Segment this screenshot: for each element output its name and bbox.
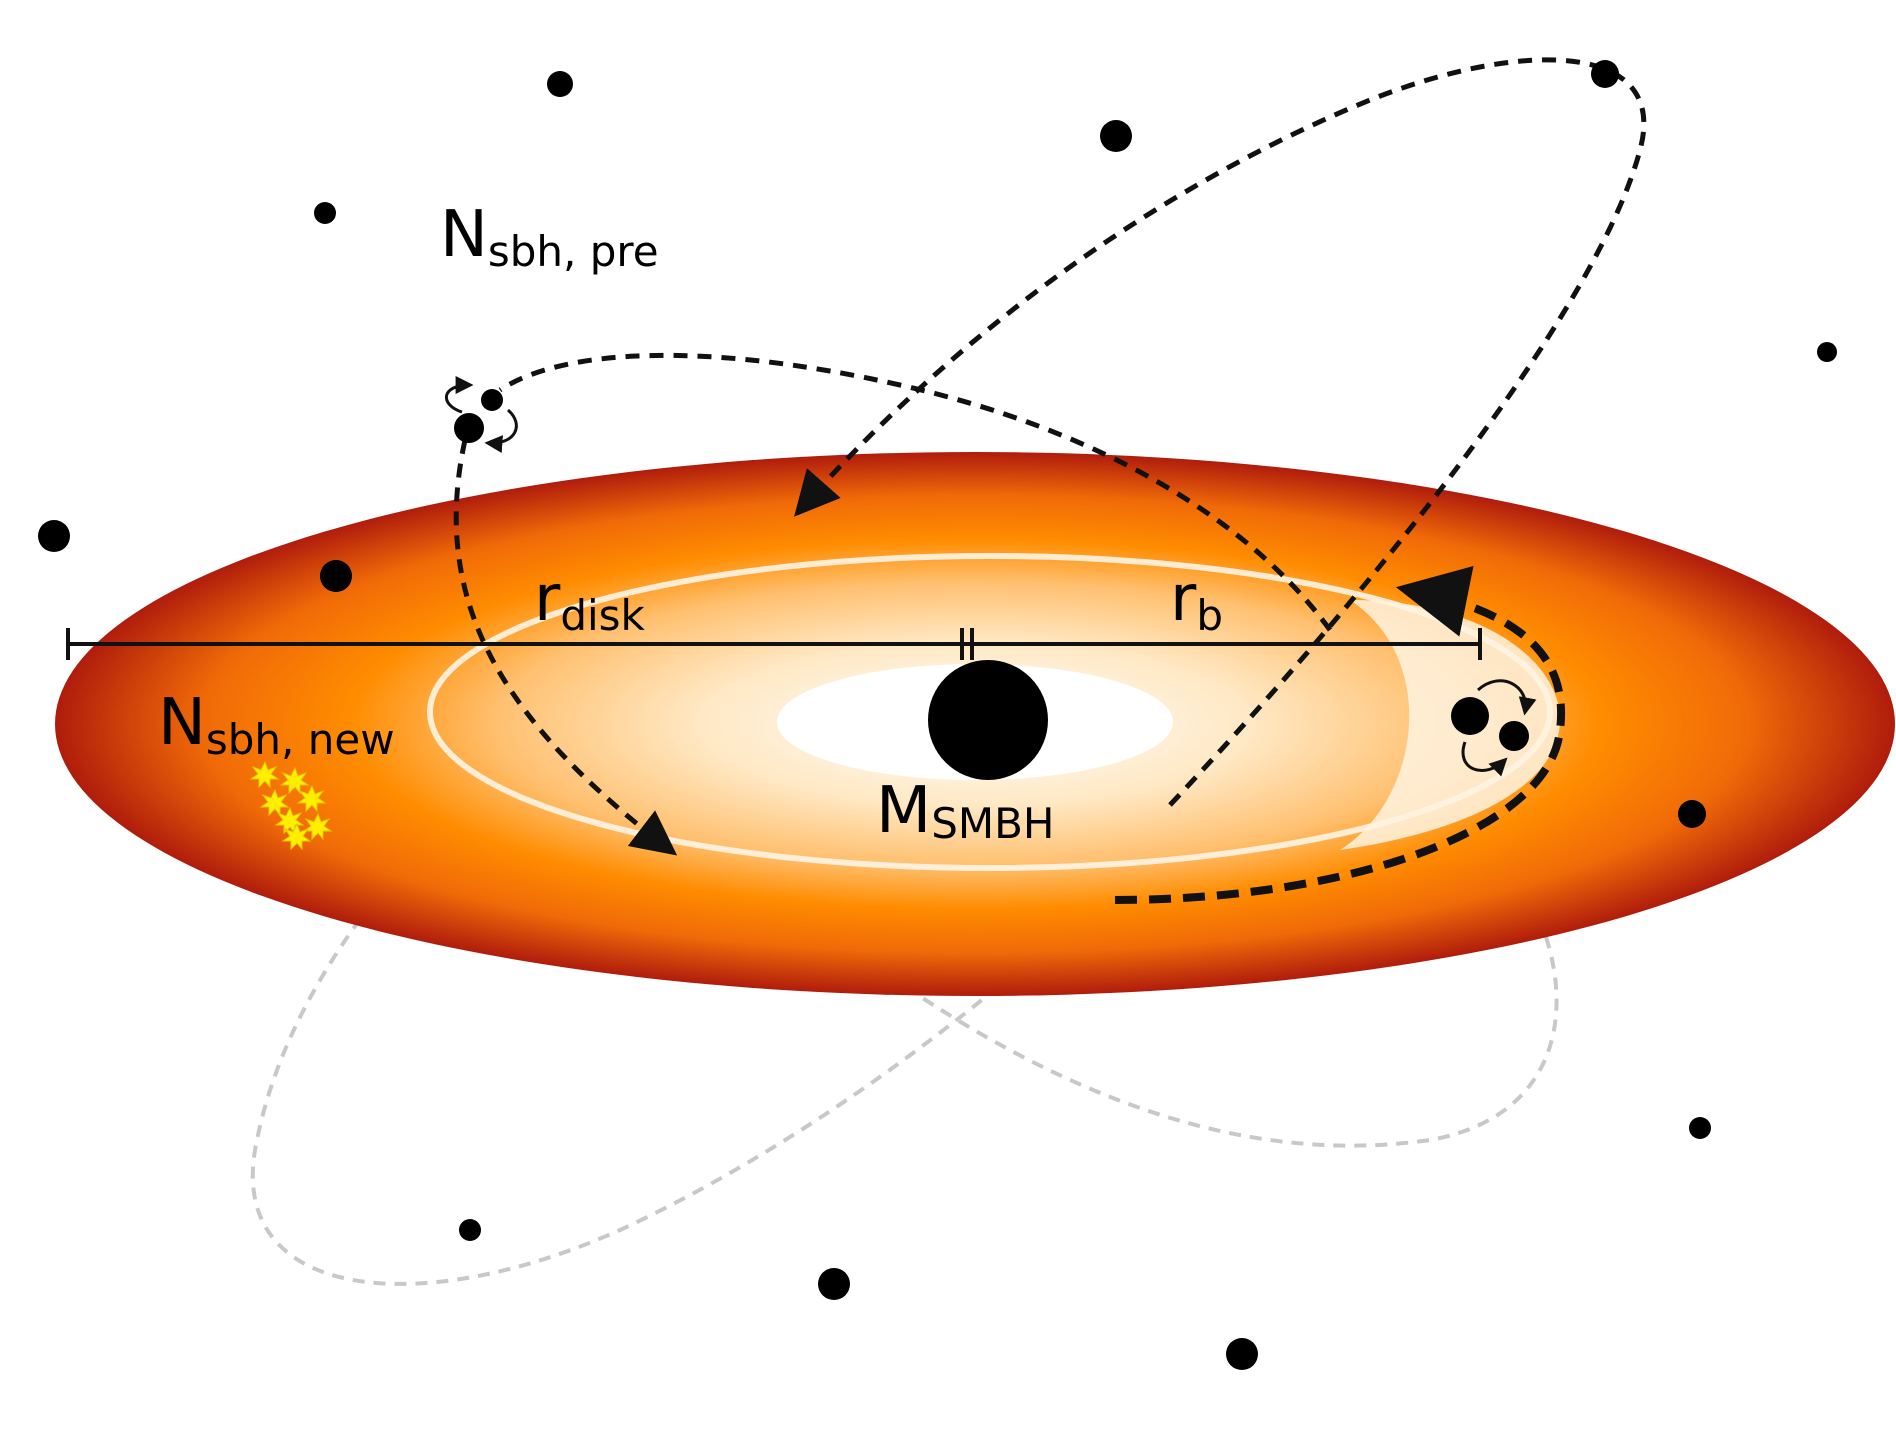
star-burst-icon: [302, 812, 333, 841]
label-r-b-main: r: [1170, 562, 1197, 636]
stellar-black-hole: [1226, 1338, 1258, 1370]
label-r-b: rb: [1170, 562, 1223, 640]
stellar-black-holes: [38, 60, 1837, 1370]
label-n-pre: Nsbh, pre: [440, 198, 659, 276]
inclined-orbit-small-front: [498, 352, 1333, 632]
label-r-b-sub: b: [1196, 591, 1223, 640]
captured-orbit: [1114, 566, 1566, 904]
label-n-new: Nsbh, new: [158, 686, 395, 764]
stellar-black-hole: [1591, 60, 1619, 88]
star-burst-icon: [296, 784, 327, 813]
star-burst-icon: [259, 788, 290, 817]
binary-component: [481, 389, 503, 411]
binary-migration-orbit: [453, 439, 678, 856]
binary-rotation-arrow-icon: [1476, 679, 1537, 716]
label-r-disk: rdisk: [534, 562, 646, 640]
binary-black-hole-outer: [444, 376, 518, 454]
orbits-front: [453, 57, 1647, 904]
label-n-pre-sub: sbh, pre: [488, 227, 659, 276]
stellar-black-hole: [459, 1219, 481, 1241]
label-r-disk-main: r: [534, 562, 561, 636]
stellar-black-hole: [547, 71, 573, 97]
star-burst-icon: [281, 822, 312, 851]
star-burst-icon: [279, 766, 310, 795]
star-burst-icon: [274, 806, 305, 835]
binary-rotation-arrow-icon: [444, 376, 474, 414]
stellar-black-hole: [314, 202, 336, 224]
star-burst-icon: [249, 760, 280, 789]
stellar-black-hole: [1100, 120, 1132, 152]
supermassive-black-hole: [928, 660, 1048, 780]
binary-component: [1499, 721, 1529, 751]
binary-component: [1451, 697, 1489, 735]
label-n-pre-main: N: [440, 198, 488, 272]
label-r-disk-sub: disk: [560, 591, 645, 640]
star-burst-cluster: [249, 760, 333, 851]
stellar-black-hole: [1817, 342, 1837, 362]
binary-component: [454, 413, 484, 443]
scale-bar: [66, 628, 1482, 660]
binary-rotation-arrow-icon: [1461, 741, 1508, 777]
label-m-smbh-sub: SMBH: [931, 799, 1054, 848]
label-n-new-main: N: [158, 686, 206, 760]
stellar-black-hole: [1678, 800, 1706, 828]
label-m-smbh-main: M: [876, 774, 931, 848]
disk-gap-highlight: [1340, 600, 1560, 850]
stellar-black-hole: [38, 520, 70, 552]
label-m-smbh: MSMBH: [876, 774, 1055, 848]
stellar-black-hole: [818, 1268, 850, 1300]
stellar-black-hole: [320, 560, 352, 592]
binary-rotation-arrow-icon: [484, 408, 518, 454]
label-n-new-sub: sbh, new: [206, 715, 395, 764]
stellar-black-hole: [1689, 1117, 1711, 1139]
binary-black-hole-disk: [1451, 679, 1537, 777]
